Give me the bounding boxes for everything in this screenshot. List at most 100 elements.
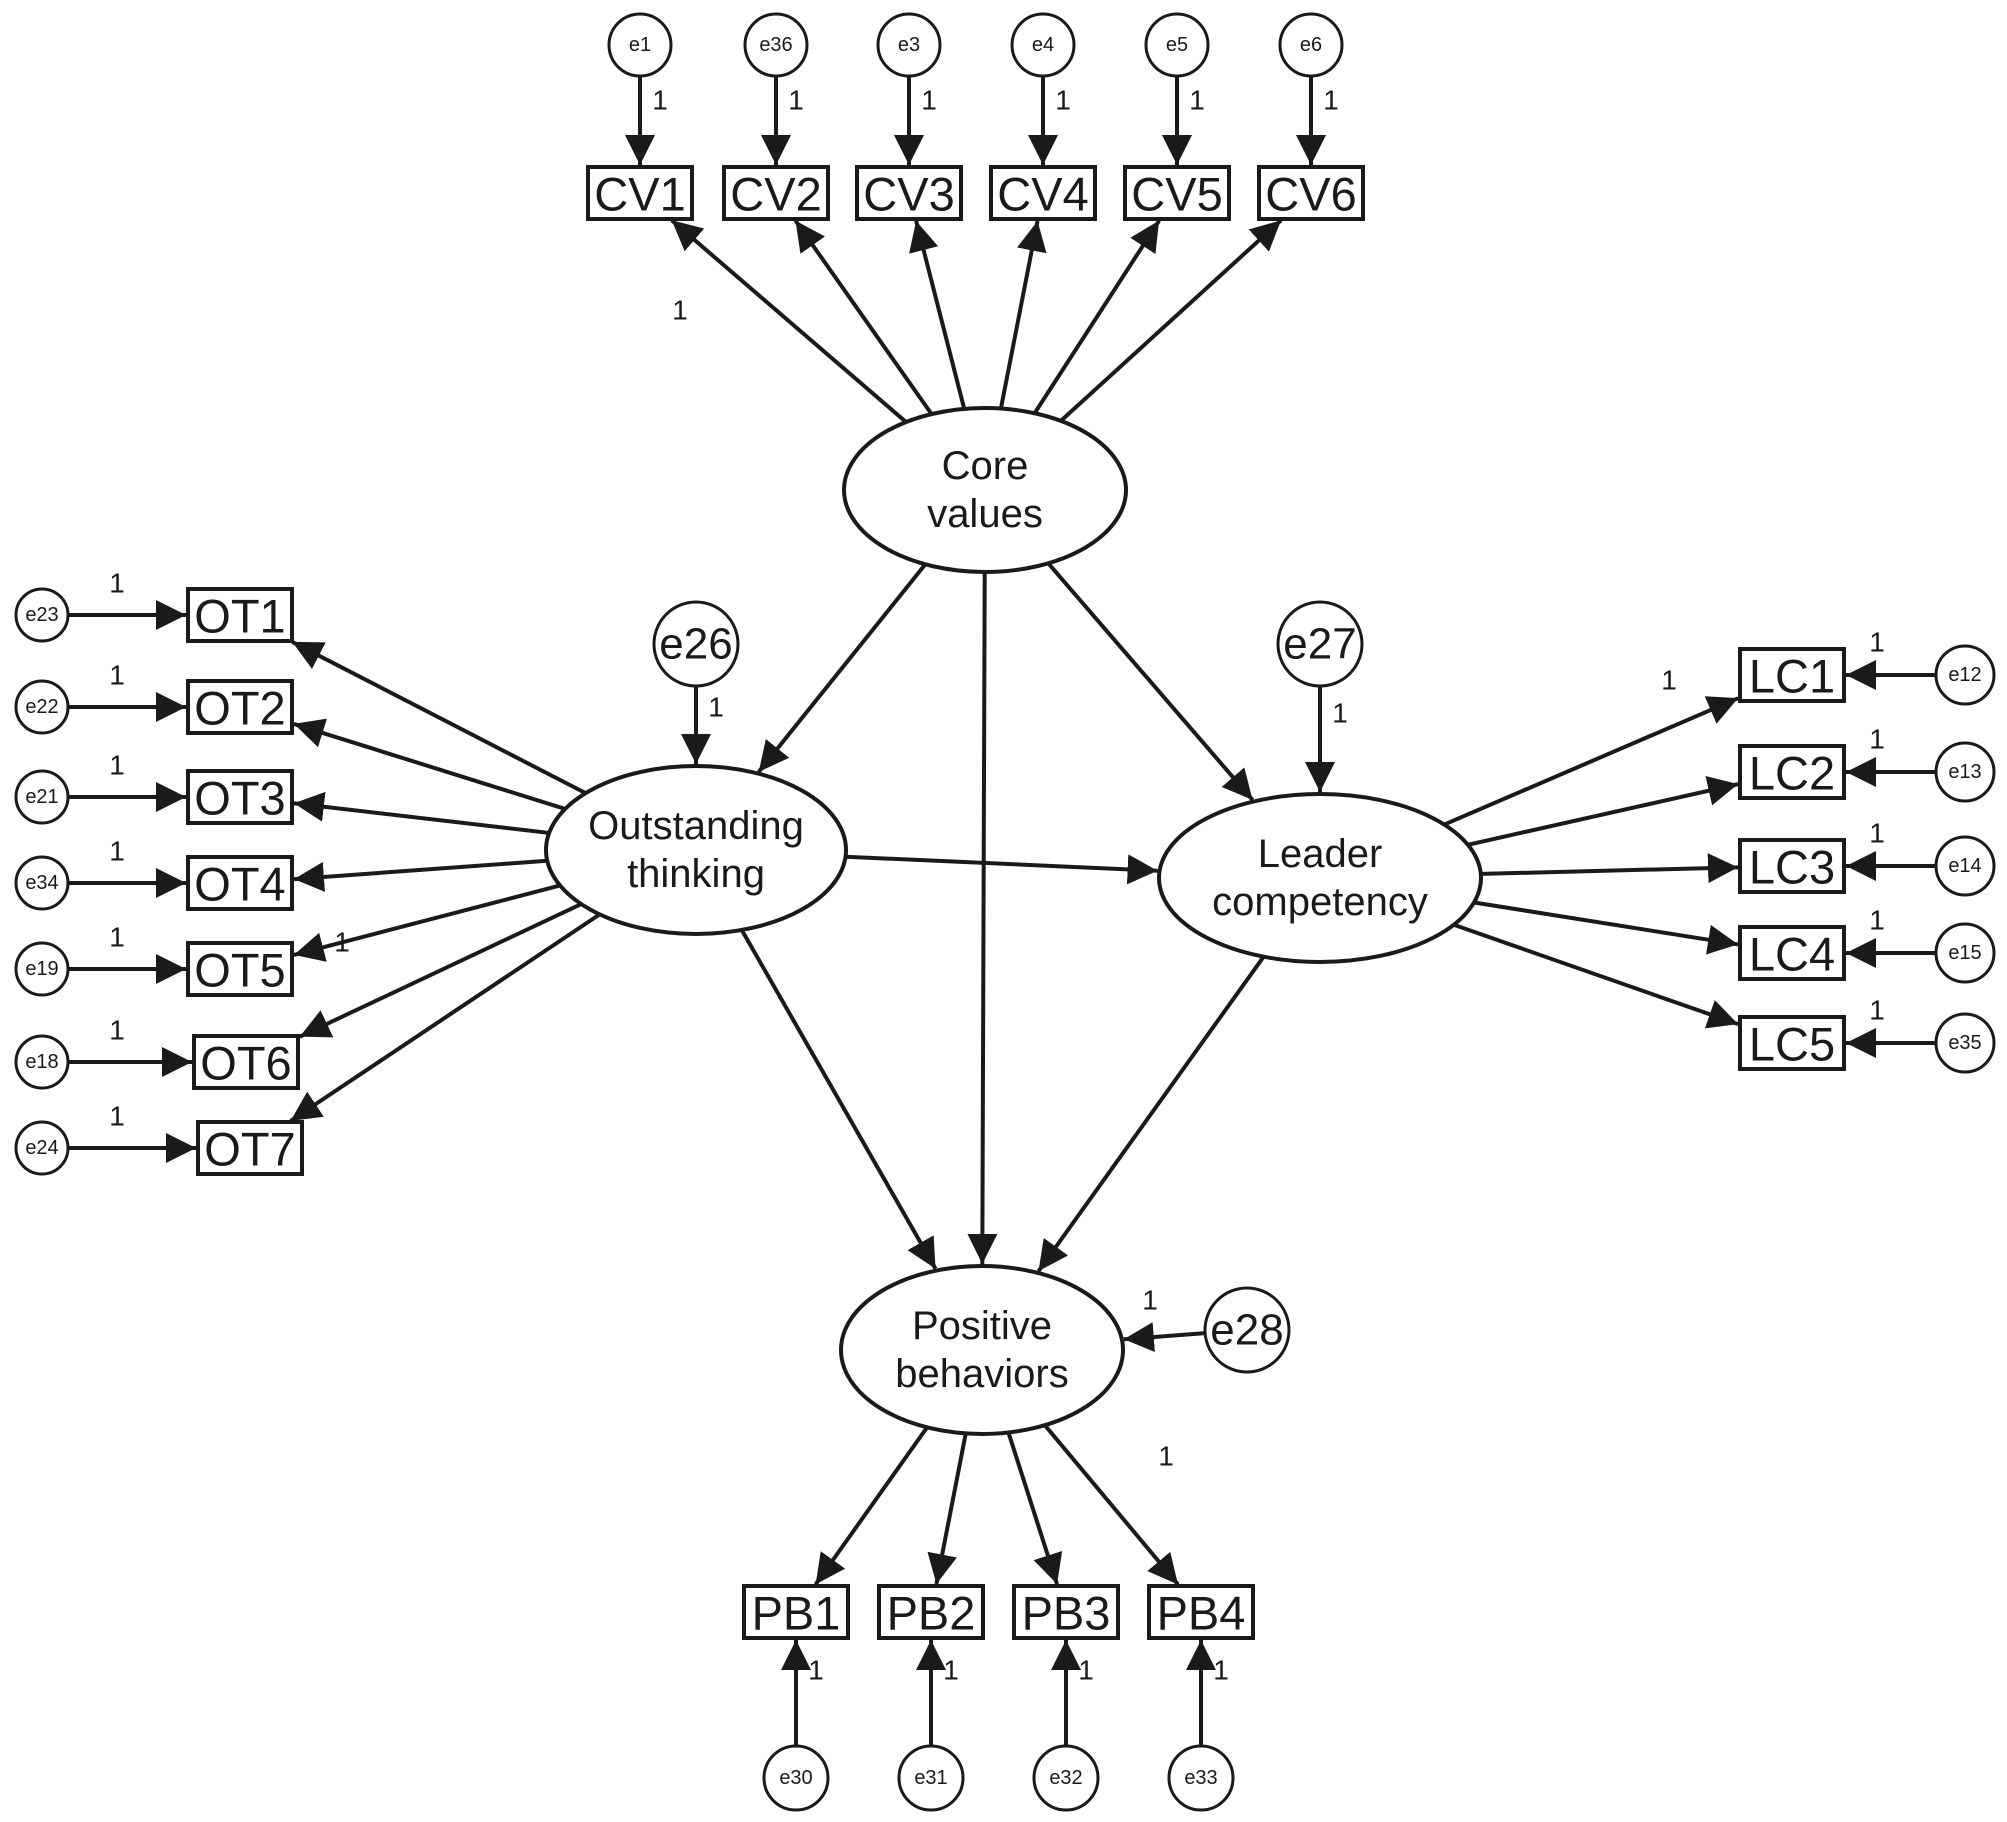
loading-arrow-ot4	[293, 858, 548, 892]
error-label: e31	[914, 1767, 947, 1789]
error-e31: e31	[897, 1744, 965, 1812]
error-circle	[1032, 1744, 1100, 1812]
indicator-label: PB4	[1157, 1587, 1246, 1640]
indicator-box	[186, 587, 294, 643]
fixed-weight-1: 1	[1142, 1285, 1158, 1316]
fixed-weight-1: 1	[1869, 905, 1885, 936]
indicator-lc2: LC2	[1738, 744, 1846, 800]
loading-arrow-cv3	[909, 220, 967, 410]
indicator-box	[1738, 925, 1846, 981]
indicator-box	[855, 165, 963, 221]
indicator-ot2: OT2	[186, 679, 294, 735]
error-circle	[1167, 1744, 1235, 1812]
indicator-box	[186, 679, 294, 735]
indicator-label: OT5	[194, 944, 285, 997]
indicator-box	[1123, 165, 1231, 221]
indicator-label: OT7	[204, 1123, 295, 1176]
error-e27: e27	[1276, 600, 1364, 688]
latent-label-line2: behaviors	[895, 1352, 1068, 1396]
loading-arrow-pb3	[1006, 1431, 1063, 1585]
path-arrow-ot-lc	[845, 854, 1158, 885]
loading-arrow-ot6	[298, 902, 583, 1039]
indicator-lc1: LC1	[1738, 647, 1846, 703]
loading-arrow-ot7	[289, 912, 601, 1123]
indicator-cv1: CV1	[586, 165, 694, 221]
error-circle	[1278, 12, 1344, 78]
fixed-weight-1: 1	[109, 836, 125, 867]
latent-label-line2: values	[927, 492, 1043, 536]
indicator-pb3: PB3	[1012, 1584, 1120, 1640]
fixed-weight-1: 1	[109, 568, 125, 599]
error-label: e12	[1948, 664, 1981, 686]
path-arrows	[68, 76, 1936, 1746]
indicator-box	[186, 855, 294, 911]
indicator-lc5: LC5	[1738, 1015, 1846, 1071]
indicator-label: CV3	[863, 168, 954, 221]
error-circle	[607, 12, 673, 78]
path-arrow-lc-pb	[1036, 955, 1266, 1273]
error-circle	[897, 1744, 965, 1812]
indicator-label: LC3	[1749, 841, 1835, 894]
error-circle	[14, 769, 70, 825]
indicator-box	[1738, 647, 1846, 703]
loading-arrow-lc2	[1467, 776, 1739, 847]
fixed-weight-1: 1	[1869, 627, 1885, 658]
error-e23: e23	[14, 587, 70, 643]
fixed-weight-1: 1	[943, 1655, 959, 1686]
indicator-label: OT2	[194, 682, 285, 735]
path-arrow-cv-lc	[1046, 561, 1255, 802]
path-arrow-ot-pb	[740, 929, 938, 1270]
fixed-weight-1: 1	[1213, 1655, 1229, 1686]
latent-label-line2: thinking	[627, 852, 765, 896]
error-circle	[1276, 600, 1364, 688]
error-circle	[1934, 1012, 1996, 1074]
fixed-weight-1: 1	[109, 922, 125, 953]
error-label: e24	[25, 1137, 58, 1159]
fixed-weight-1: 1	[921, 85, 937, 116]
error-e13: e13	[1934, 741, 1996, 803]
loading-arrow-ot3	[293, 791, 550, 835]
indicator-box	[1738, 838, 1846, 894]
error-circle	[14, 855, 70, 911]
loading-arrow-lc1	[1443, 696, 1739, 827]
indicator-label: OT6	[200, 1037, 291, 1090]
indicator-box	[1738, 744, 1846, 800]
error-e36: e36	[743, 12, 809, 78]
error-e15: e15	[1934, 922, 1996, 984]
fixed-weight-1: 1	[1078, 1655, 1094, 1686]
indicator-label: OT3	[194, 772, 285, 825]
indicator-pb4: PB4	[1147, 1584, 1255, 1640]
fixed-weight-1: 1	[1661, 665, 1677, 696]
indicator-ot4: OT4	[186, 855, 294, 911]
latent-ellipse	[839, 1264, 1125, 1436]
indicator-label: CV5	[1131, 168, 1222, 221]
error-e14: e14	[1934, 835, 1996, 897]
loading-arrow-lc4	[1473, 900, 1739, 955]
indicator-box	[722, 165, 830, 221]
error-label: e26	[659, 620, 732, 669]
error-label: e27	[1283, 620, 1356, 669]
error-circle	[1934, 835, 1996, 897]
loading-arrow-pb4	[1043, 1423, 1180, 1586]
indicator-label: LC5	[1749, 1018, 1835, 1071]
indicator-box	[1738, 1015, 1846, 1071]
error-label: e5	[1166, 34, 1188, 56]
error-circle	[743, 12, 809, 78]
fixed-weight-1: 1	[652, 85, 668, 116]
indicator-ot1: OT1	[186, 587, 294, 643]
fixed-weight-1: 1	[708, 692, 724, 723]
error-label: e19	[25, 958, 58, 980]
error-circle	[762, 1744, 830, 1812]
fixed-weight-1: 1	[1189, 85, 1205, 116]
indicator-pb1: PB1	[742, 1584, 850, 1640]
error-circle	[14, 941, 70, 997]
loading-arrow-pb2	[927, 1433, 968, 1585]
loading-arrow-cv4	[998, 220, 1047, 409]
error-circle	[14, 587, 70, 643]
indicator-lc3: LC3	[1738, 838, 1846, 894]
error-e3: e3	[876, 12, 942, 78]
